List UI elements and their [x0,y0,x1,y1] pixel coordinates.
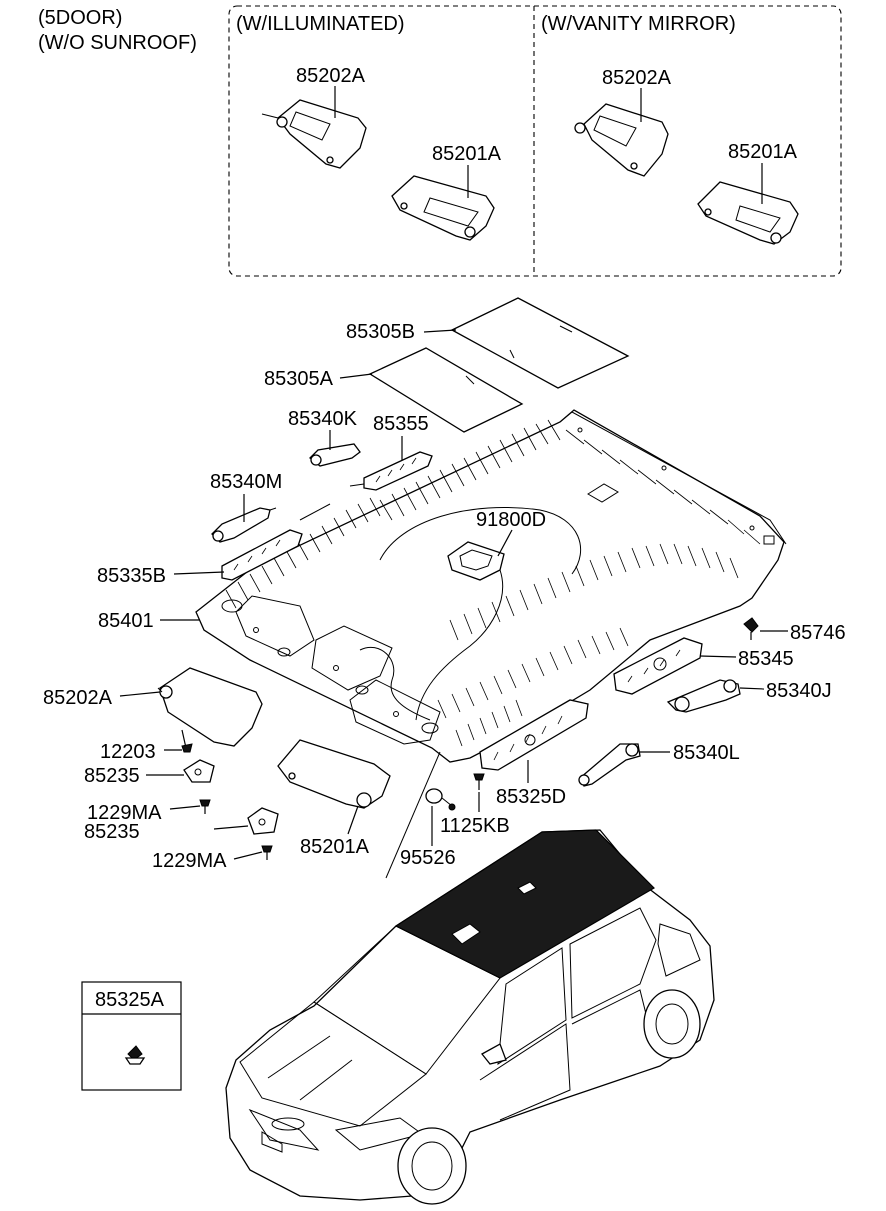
label-85335b: 85335B [97,565,166,587]
label-85235-b: 85235 [84,821,140,843]
label-1229ma-a: 1229MA [87,802,162,824]
bracket-85345 [613,637,703,695]
assist-handle-85340j [666,679,741,713]
label-85201a-vanity: 85201A [728,141,798,163]
variant-label-no-sunroof: (W/O SUNROOF) [38,32,197,54]
label-12203: 12203 [100,741,156,763]
label-91800d: 91800D [476,509,546,531]
label-1229ma-b: 1229MA [152,850,227,872]
label-85340k: 85340K [288,408,358,430]
vanity-sunvisor-lh [574,103,669,177]
label-85340m: 85340M [210,471,282,493]
label-85202a-vanity: 85202A [602,67,672,89]
screw-1229ma-a [199,799,211,814]
label-85235-a: 85235 [84,765,140,787]
screw-1229ma-b [261,845,273,860]
label-1125kb: 1125KB [440,815,510,837]
pad-85305b [450,297,630,389]
option-box-frame [228,5,842,277]
visor-bracket-85235-a [183,759,215,783]
wiring-harness-91800d [359,541,505,721]
sunvisor-rh-85201a [277,739,391,809]
label-85340j: 85340J [766,680,832,702]
visor-bracket-85235-b [247,807,279,835]
label-85202a: 85202A [43,687,113,709]
headlining-panel [195,409,787,763]
label-85340l: 85340L [673,742,740,764]
illuminated-sunvisor-lh [261,99,367,169]
detail-box-85325a [81,981,182,1091]
clip-85746 [743,617,759,640]
box-title-vanity-mirror: (W/VANITY MIRROR) [541,13,736,35]
variant-label-5door: (5DOOR) [38,7,122,29]
label-95526: 95526 [400,847,456,869]
pad-85305a [368,347,524,433]
label-85305a: 85305A [264,368,334,390]
label-85201a-illuminated: 85201A [432,143,502,165]
assist-handle-85340m [211,507,277,543]
bracket-85355 [349,451,433,491]
sunvisor-lh-85202a [157,667,263,747]
label-85325d: 85325D [496,786,566,808]
assist-handle-85340k [309,443,361,467]
label-85345: 85345 [738,648,794,670]
vehicle-illustration [225,829,715,1205]
label-85202a-illuminated: 85202A [296,65,366,87]
screw-1125kb [473,773,485,790]
label-85401: 85401 [98,610,154,632]
assist-handle-85340l [578,743,641,787]
label-85355: 85355 [373,413,429,435]
bracket-85335b [221,503,331,581]
vanity-sunvisor-rh [697,181,799,245]
lamp-wire-lead [385,751,441,879]
label-85746: 85746 [790,622,846,644]
label-85325a: 85325A [95,989,165,1011]
room-lamp-95526 [425,788,456,811]
illuminated-sunvisor-rh [391,175,495,241]
clip-85325a [124,1045,146,1065]
screw-12203 [181,729,193,753]
box-title-illuminated: (W/ILLUMINATED) [236,13,405,35]
label-85305b: 85305B [346,321,415,343]
bracket-85325d [479,699,589,771]
label-85201a: 85201A [300,836,370,858]
